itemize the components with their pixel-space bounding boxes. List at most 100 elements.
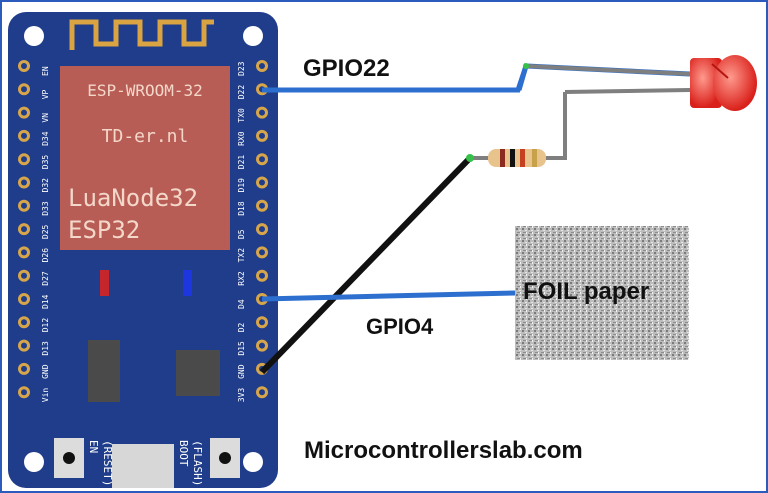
- right-pin-hole-9: [259, 272, 265, 279]
- board-name-line1: LuaNode32: [68, 184, 198, 212]
- left-pin-hole-0: [21, 63, 27, 69]
- left-pin-label-0: EN: [41, 66, 50, 76]
- reset-label: (RESET): [101, 440, 114, 486]
- left-pin-hole-10: [21, 296, 27, 302]
- led-body: [690, 58, 722, 108]
- board-led-red: [100, 270, 109, 296]
- led-mark: [711, 63, 729, 79]
- right-pin-hole-5: [259, 179, 265, 186]
- left-pin-hole-13: [21, 365, 27, 372]
- right-pin-label-9: RX2: [237, 271, 246, 286]
- left-pin-label-5: D32: [41, 178, 50, 193]
- wire-joint-2: [466, 154, 474, 162]
- board-name-line2: ESP32: [68, 216, 140, 244]
- regulator-chip: [88, 340, 120, 402]
- left-pin-label-9: D27: [41, 271, 50, 286]
- wire-led-cathode: [564, 88, 691, 94]
- left-pin-hole-1: [21, 86, 27, 93]
- usb-connector: [112, 444, 174, 488]
- right-pin-hole-11: [259, 319, 265, 326]
- wire-cathode-resistor: [545, 92, 567, 160]
- left-pin-label-11: D12: [41, 318, 50, 333]
- wire-gpio22-bend: [516, 65, 529, 91]
- right-pin-hole-3: [259, 132, 265, 139]
- en-label: EN: [87, 440, 100, 453]
- right-pin-label-2: TX0: [237, 108, 246, 123]
- left-header-pins: ENVPVND34D35D32D33D25D26D27D14D12D13GNDV…: [18, 60, 50, 402]
- left-pin-label-13: GND: [41, 364, 50, 379]
- resistor-band-4: [532, 149, 537, 167]
- right-pin-hole-6: [259, 202, 265, 209]
- boot-button-knob: [219, 452, 231, 464]
- left-pin-label-10: D14: [41, 294, 50, 309]
- left-pin-hole-11: [21, 319, 27, 326]
- foil-paper: [515, 226, 689, 360]
- right-pin-label-0: D23: [237, 61, 246, 76]
- label-foil-paper: FOIL paper: [523, 278, 649, 305]
- boot-label: BOOT: [177, 440, 190, 467]
- right-pin-hole-12: [259, 342, 265, 349]
- left-pin-label-8: D26: [41, 248, 50, 263]
- right-pin-label-12: D15: [237, 341, 246, 356]
- wire-joint-1: [523, 63, 529, 69]
- right-pin-label-14: 3V3: [237, 388, 246, 403]
- right-pin-label-11: D2: [237, 322, 246, 332]
- left-pin-hole-2: [21, 109, 27, 116]
- left-pin-label-3: D34: [41, 131, 50, 146]
- board-led-blue: [183, 270, 192, 296]
- left-pin-hole-6: [21, 202, 27, 209]
- left-pin-hole-12: [21, 342, 27, 349]
- left-pin-label-12: D13: [41, 341, 50, 356]
- left-pin-hole-9: [21, 272, 27, 279]
- right-pin-hole-0: [259, 63, 265, 69]
- left-pin-hole-14: [21, 389, 27, 396]
- left-pin-label-14: Vin: [41, 388, 50, 403]
- right-pin-label-10: D4: [237, 299, 246, 309]
- flash-label: (FLASH): [191, 440, 204, 486]
- right-pin-label-1: D22: [237, 85, 246, 100]
- label-gpio22: GPIO22: [303, 55, 390, 82]
- right-pin-label-5: D19: [237, 178, 246, 193]
- left-pin-label-7: D25: [41, 224, 50, 239]
- right-pin-label-3: RX0: [237, 131, 246, 146]
- right-pin-hole-14: [259, 389, 265, 396]
- esp-module-chip: [60, 66, 230, 250]
- right-pin-label-4: D21: [237, 155, 246, 170]
- label-site: Microcontrollerslab.com: [304, 437, 583, 464]
- right-pin-hole-8: [259, 249, 265, 256]
- left-pin-hole-5: [21, 179, 27, 186]
- left-pin-label-6: D33: [41, 201, 50, 216]
- antenna-trace: [69, 19, 214, 50]
- left-pin-label-4: D35: [41, 155, 50, 170]
- right-pin-label-13: GND: [237, 364, 246, 379]
- left-pin-hole-8: [21, 249, 27, 256]
- module-name: ESP-WROOM-32: [87, 81, 203, 100]
- wire-led-anode: [525, 64, 691, 76]
- mount-hole-tl: [24, 26, 44, 46]
- right-pin-hole-4: [259, 156, 265, 163]
- right-pin-label-8: TX2: [237, 248, 246, 263]
- resistor: [488, 149, 546, 167]
- right-pin-label-7: D5: [237, 229, 246, 239]
- mount-hole-tr: [243, 26, 263, 46]
- led-dome: [713, 55, 757, 111]
- wire-ground: [259, 155, 473, 375]
- right-pin-label-6: D18: [237, 201, 246, 216]
- right-pin-hole-2: [259, 109, 265, 116]
- resistor-band-2: [510, 149, 515, 167]
- left-pin-hole-3: [21, 132, 27, 139]
- mount-hole-bl: [24, 452, 44, 472]
- wire-gpio4: [261, 290, 516, 302]
- left-pin-hole-7: [21, 226, 27, 233]
- label-gpio4: GPIO4: [366, 314, 434, 339]
- maker-name: TD-er.nl: [102, 126, 189, 147]
- left-pin-label-2: VN: [41, 113, 50, 123]
- resistor-band-3: [520, 149, 525, 167]
- resistor-band-1: [500, 149, 505, 167]
- right-pin-hole-7: [259, 226, 265, 233]
- mount-hole-br: [243, 452, 263, 472]
